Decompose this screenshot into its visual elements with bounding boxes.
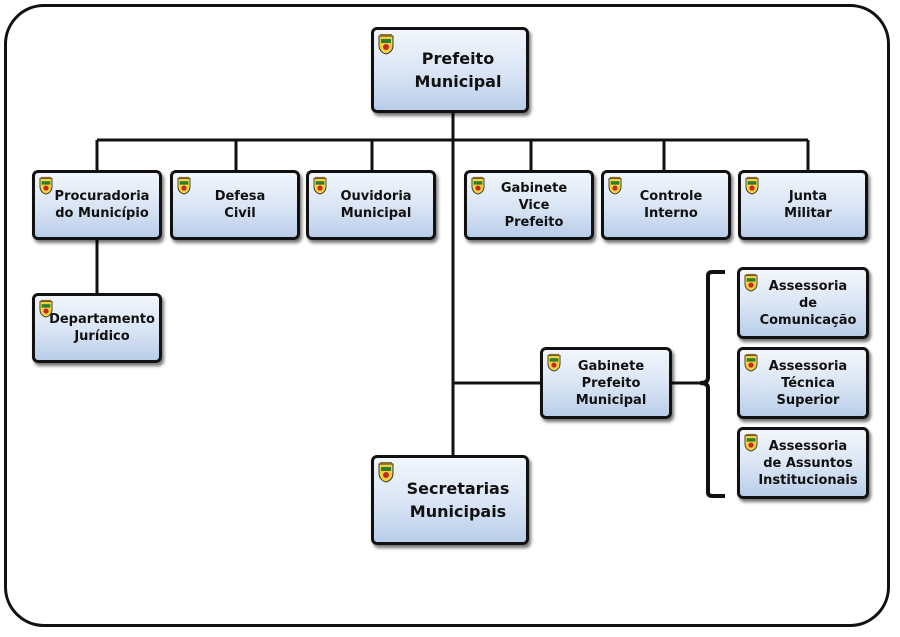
node-label: Gabinete Vice Prefeito <box>500 180 568 230</box>
municipal-crest-icon <box>39 176 53 195</box>
municipal-crest-icon <box>744 273 758 292</box>
node-assessoria-tecnica-superior: Assessoria Técnica Superior <box>737 347 869 419</box>
municipal-crest-icon <box>471 176 485 195</box>
municipal-crest-icon <box>547 353 561 372</box>
municipal-crest-icon <box>39 299 53 318</box>
node-assessoria-assuntos-institucionais: Assessoria de Assuntos Institucionais <box>737 427 869 499</box>
municipal-crest-icon <box>378 34 394 55</box>
brace-assessorias <box>699 270 725 498</box>
node-departamento-juridico: Departamento Jurídico <box>32 293 162 363</box>
node-junta-militar: Junta Militar <box>738 170 868 240</box>
node-label: Procuradoria do Município <box>54 189 150 221</box>
node-prefeito-municipal: Prefeito Municipal <box>371 27 529 113</box>
node-gabinete-prefeito-municipal: Gabinete Prefeito Municipal <box>540 347 672 419</box>
node-label: Assessoria Técnica Superior <box>768 358 848 408</box>
node-label: Gabinete Prefeito Municipal <box>575 358 647 408</box>
node-ouvidoria: Ouvidoria Municipal <box>306 170 436 240</box>
municipal-crest-icon <box>313 176 327 195</box>
node-label: Junta Militar <box>784 189 832 221</box>
node-controle-interno: Controle Interno <box>601 170 731 240</box>
node-label: Secretarias Municipais <box>406 479 510 521</box>
municipal-crest-icon <box>608 176 622 195</box>
node-assessoria-comunicacao: Assessoria de Comunicação <box>737 267 869 339</box>
municipal-crest-icon <box>745 176 759 195</box>
node-procuradoria: Procuradoria do Município <box>32 170 162 240</box>
node-gabinete-vice-prefeito: Gabinete Vice Prefeito <box>464 170 594 240</box>
node-secretarias-municipais: Secretarias Municipais <box>371 455 529 545</box>
node-label: Assessoria de Comunicação <box>759 278 857 328</box>
node-label: Assessoria de Assuntos Institucionais <box>758 438 858 488</box>
municipal-crest-icon <box>744 433 758 452</box>
municipal-crest-icon <box>177 176 191 195</box>
node-label: Departamento Jurídico <box>49 312 155 344</box>
node-defesa-civil: Defesa Civil <box>170 170 300 240</box>
node-label: Defesa Civil <box>214 189 266 221</box>
node-label: Controle Interno <box>639 189 703 221</box>
municipal-crest-icon <box>378 462 394 483</box>
node-label: Prefeito Municipal <box>414 49 502 91</box>
municipal-crest-icon <box>744 353 758 372</box>
node-label: Ouvidoria Municipal <box>340 189 412 221</box>
